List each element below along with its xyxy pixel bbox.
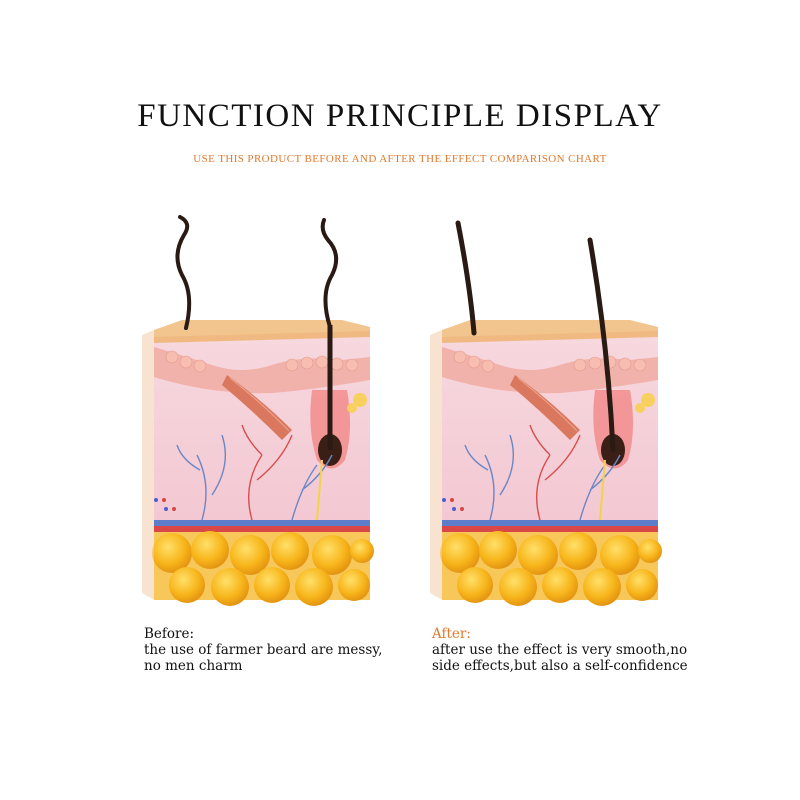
before-skin-illustration bbox=[142, 215, 382, 610]
before-line-2: no men charm bbox=[144, 658, 243, 674]
after-line-1: after use the effect is very smooth,no bbox=[432, 642, 688, 658]
before-line-1: the use of farmer beard are messy, bbox=[144, 642, 383, 658]
before-caption: Before: the use of farmer beard are mess… bbox=[144, 626, 382, 674]
page-subtitle: USE THIS PRODUCT BEFORE AND AFTER THE EF… bbox=[193, 153, 607, 165]
after-line-2: side effects,but also a self-confidence bbox=[432, 658, 688, 674]
before-heading: Before: bbox=[144, 626, 195, 642]
after-heading: After: bbox=[432, 626, 471, 642]
after-skin-illustration bbox=[430, 215, 670, 610]
page-title: FUNCTION PRINCIPLE DISPLAY bbox=[137, 98, 663, 134]
after-caption: After: after use the effect is very smoo… bbox=[432, 626, 688, 674]
